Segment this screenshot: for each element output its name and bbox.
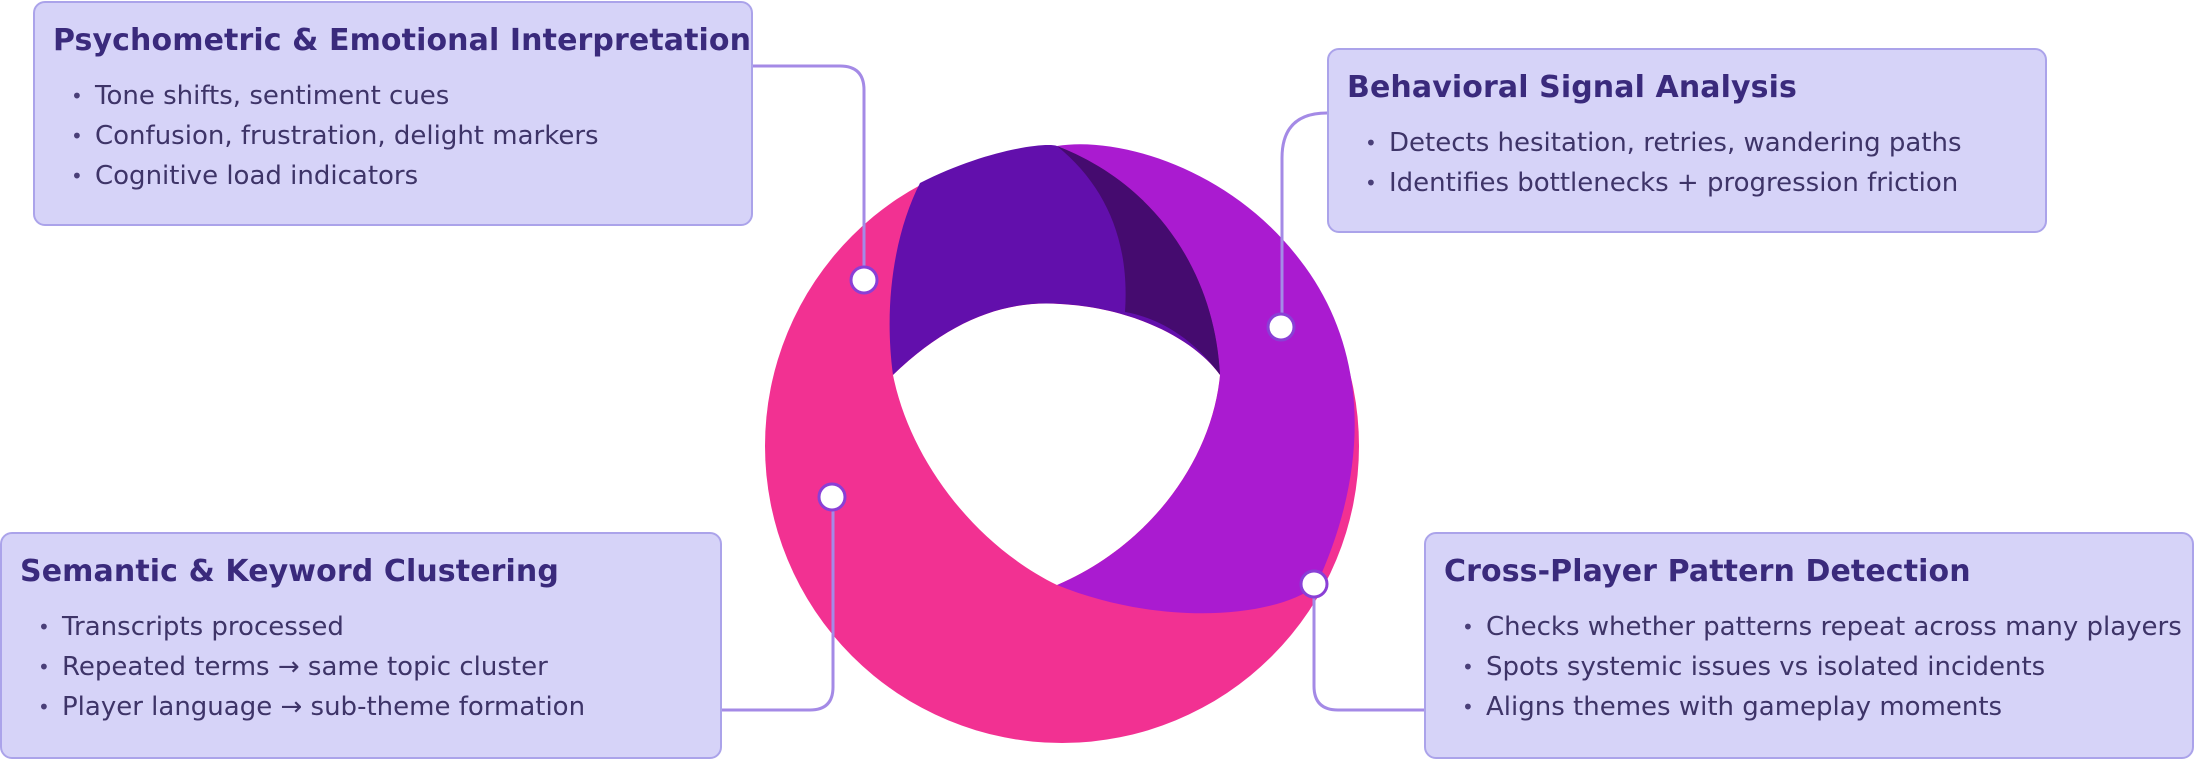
node-semantic: [817, 482, 847, 512]
segment-behavioral-overlap: [1057, 146, 1220, 375]
card-bullet-list: Tone shifts, sentiment cues Confusion, f…: [53, 76, 731, 196]
connector-nodes: [817, 265, 1329, 599]
card-cross-player-pattern: Cross-Player Pattern Detection Checks wh…: [1424, 532, 2194, 759]
card-title: Psychometric & Emotional Interpretation: [53, 23, 752, 58]
connector-semantic: [722, 497, 835, 712]
card-bullet-list: Checks whether patterns repeat across ma…: [1444, 607, 2182, 727]
card-psychometric-emotional: Psychometric & Emotional Interpretation …: [33, 1, 753, 226]
list-item: Repeated terms → same topic cluster: [38, 647, 700, 687]
list-item: Identifies bottlenecks + progression fri…: [1365, 163, 2025, 203]
list-item: Spots systemic issues vs isolated incide…: [1462, 647, 2172, 687]
list-item: Cognitive load indicators: [71, 156, 731, 196]
list-item: Detects hesitation, retries, wandering p…: [1365, 123, 2025, 163]
list-item: Checks whether patterns repeat across ma…: [1462, 607, 2182, 647]
card-bullet-list: Detects hesitation, retries, wandering p…: [1347, 123, 2025, 203]
connectors: [722, 64, 1424, 712]
list-item: Tone shifts, sentiment cues: [71, 76, 731, 116]
list-item: Transcripts processed: [38, 607, 700, 647]
segment-cross-player: [1057, 144, 1355, 614]
list-item: Confusion, frustration, delight markers: [71, 116, 731, 156]
card-title: Behavioral Signal Analysis: [1347, 70, 1797, 105]
card-behavioral-signal: Behavioral Signal Analysis Detects hesit…: [1327, 48, 2047, 233]
node-behavioral: [1266, 312, 1296, 342]
connector-behavioral: [1280, 111, 1328, 326]
card-title: Cross-Player Pattern Detection: [1444, 554, 1971, 589]
node-psychometric: [849, 265, 879, 295]
list-item: Player language → sub-theme formation: [38, 687, 700, 727]
connector-psychometric: [753, 64, 866, 278]
card-semantic-keyword: Semantic & Keyword Clustering Transcript…: [0, 532, 722, 759]
card-title: Semantic & Keyword Clustering: [20, 554, 559, 589]
list-item: Aligns themes with gameplay moments: [1462, 687, 2172, 727]
node-cross-player: [1299, 569, 1329, 599]
card-bullet-list: Transcripts processed Repeated terms → s…: [20, 607, 700, 727]
connector-cross-player: [1312, 584, 1424, 712]
